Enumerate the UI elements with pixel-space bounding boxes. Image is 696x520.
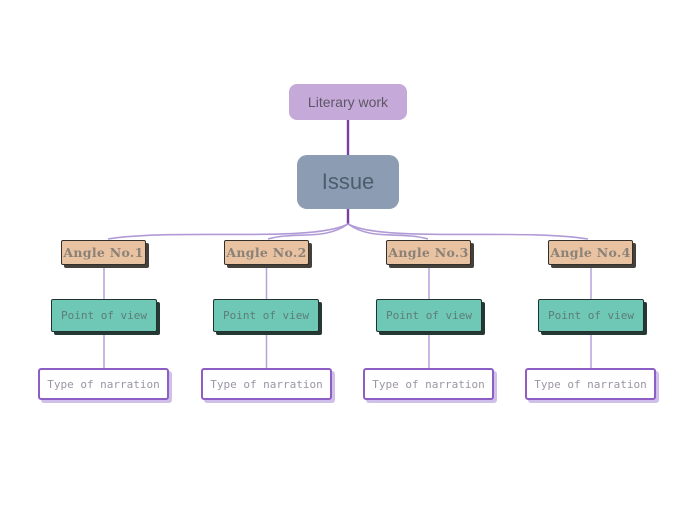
edge-issue-angle-1: [107, 223, 349, 240]
node-type-of-narration-1[interactable]: Type of narration: [38, 368, 169, 400]
node-angle-3[interactable]: Angle No.3: [386, 240, 471, 265]
node-angle-2[interactable]: Angle No.2: [224, 240, 309, 265]
node-issue[interactable]: Issue: [297, 155, 399, 209]
edge-issue-angle-2: [267, 223, 349, 240]
edge-issue-angle-4: [347, 223, 589, 240]
node-point-of-view-2[interactable]: Point of view: [213, 299, 319, 332]
node-type-of-narration-4[interactable]: Type of narration: [525, 368, 656, 400]
node-literary-work[interactable]: Literary work: [289, 84, 407, 120]
node-point-of-view-1[interactable]: Point of view: [51, 299, 157, 332]
node-type-of-narration-2[interactable]: Type of narration: [201, 368, 332, 400]
node-type-of-narration-3[interactable]: Type of narration: [363, 368, 494, 400]
edge-issue-angle-3: [347, 223, 429, 240]
node-angle-1[interactable]: Angle No.1: [61, 240, 146, 265]
node-point-of-view-4[interactable]: Point of view: [538, 299, 644, 332]
node-angle-4[interactable]: Angle No.4: [548, 240, 633, 265]
node-point-of-view-3[interactable]: Point of view: [376, 299, 482, 332]
